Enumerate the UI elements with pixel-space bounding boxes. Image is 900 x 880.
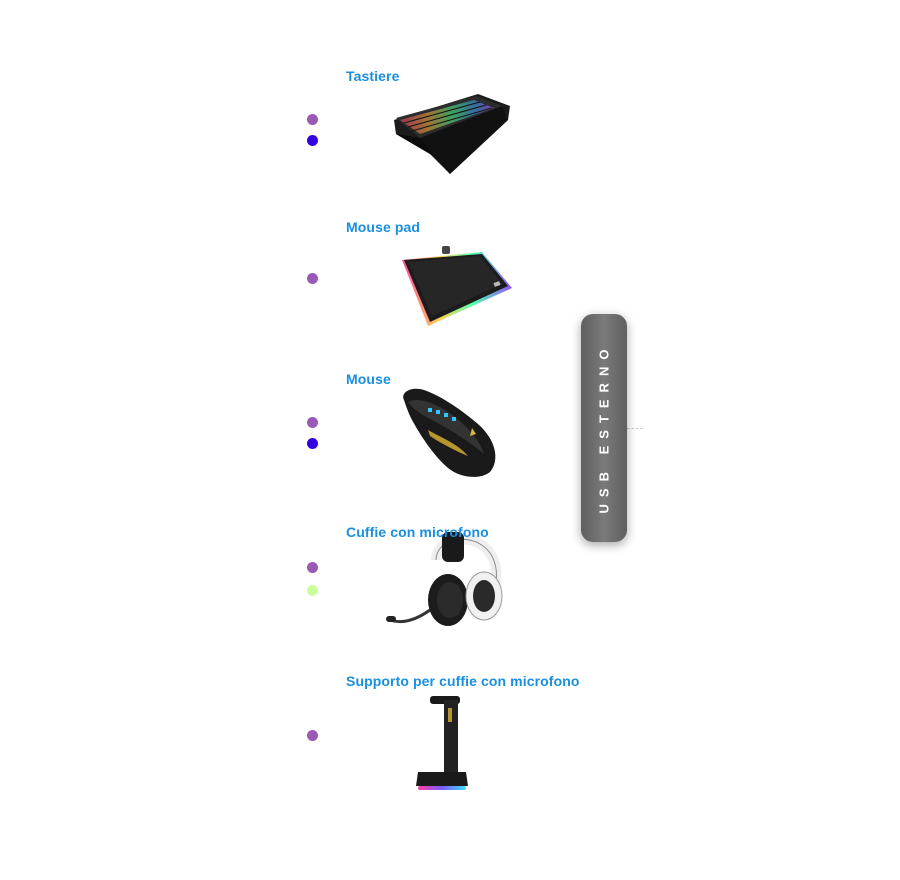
category-title-headsets[interactable]: Cuffie con microfono	[346, 524, 489, 540]
color-dot	[307, 114, 318, 125]
color-dot	[307, 730, 318, 741]
connector-line	[627, 428, 643, 429]
color-dot	[307, 438, 318, 449]
color-dot	[307, 273, 318, 284]
category-title-mice[interactable]: Mouse	[346, 371, 391, 387]
color-dot	[307, 135, 318, 146]
usb-external-badge: USB ESTERNO	[581, 314, 627, 542]
headset-icon[interactable]	[386, 528, 506, 632]
mouse-icon[interactable]	[398, 386, 502, 480]
mousepad-icon[interactable]	[398, 244, 516, 330]
category-title-headset-stands[interactable]: Supporto per cuffie con microfono	[346, 673, 580, 689]
category-title-keyboards[interactable]: Tastiere	[346, 68, 400, 84]
color-dot	[307, 585, 318, 596]
color-dot	[307, 417, 318, 428]
keyboard-icon[interactable]	[390, 90, 514, 178]
color-dot	[307, 562, 318, 573]
usb-external-label: USB ESTERNO	[596, 342, 612, 514]
category-title-mousepads[interactable]: Mouse pad	[346, 219, 421, 235]
headset-stand-icon[interactable]	[412, 692, 472, 794]
